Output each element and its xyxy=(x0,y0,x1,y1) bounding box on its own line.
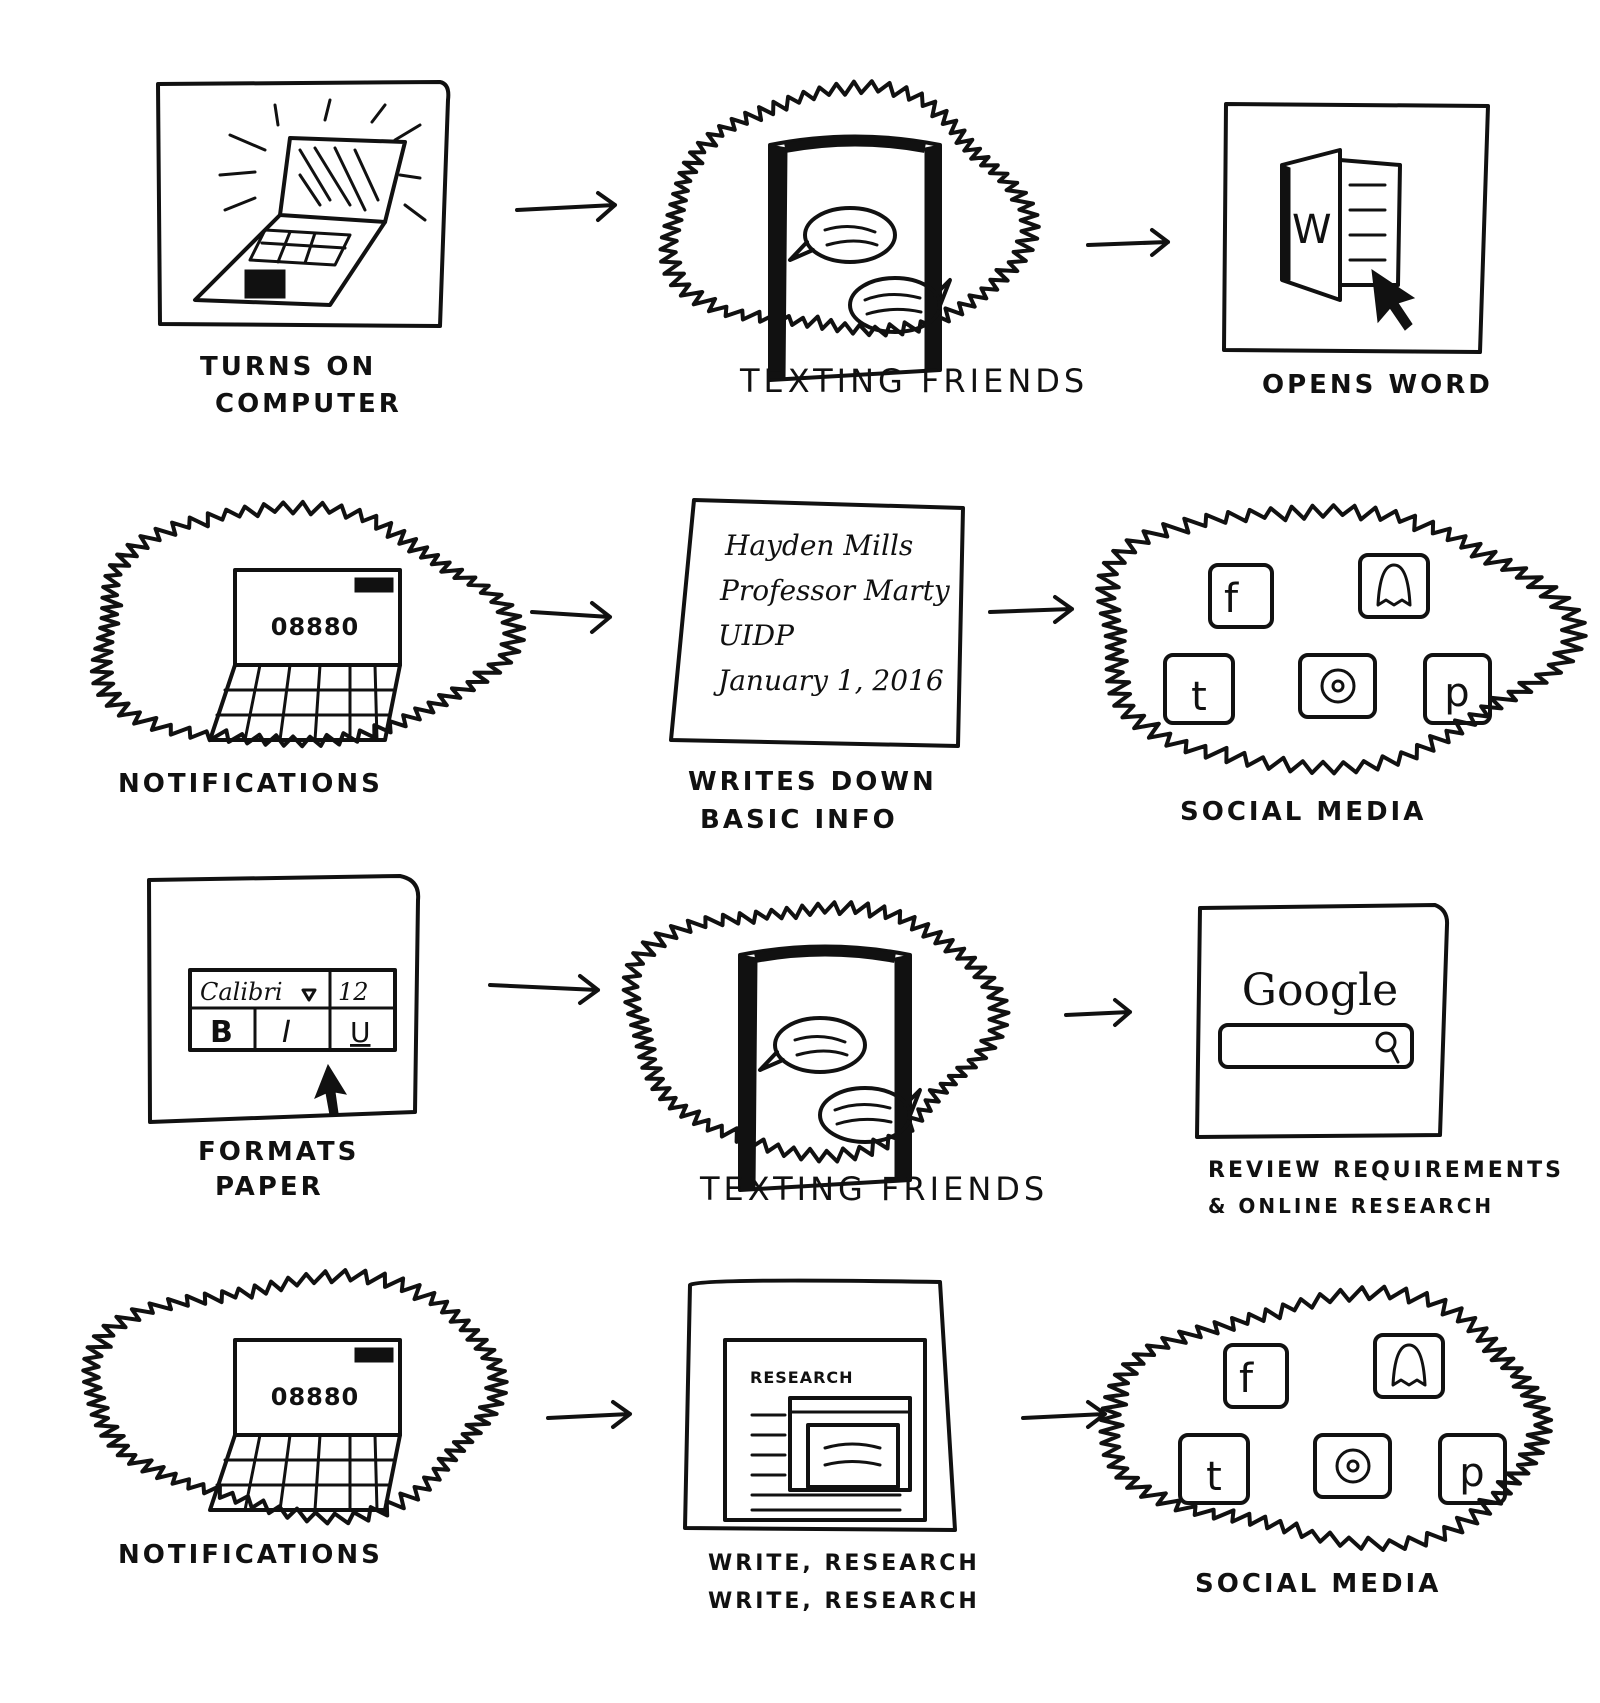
panel-label: WRITE, RESEARCH xyxy=(708,1589,980,1614)
window-title: RESEARCH xyxy=(750,1368,854,1387)
font-name-dropdown: Calibri xyxy=(200,978,283,1006)
laptop-icon xyxy=(208,568,402,742)
arrow-icon xyxy=(1021,1400,1107,1429)
thought-cloud xyxy=(1095,503,1588,776)
doc-line: January 1, 2016 xyxy=(713,664,944,697)
tumblr-icon: t xyxy=(1206,1454,1222,1500)
notification-count: 08880 xyxy=(271,1383,360,1411)
formatting-toolbar: Calibri 12 B I U xyxy=(188,968,397,1052)
panel-notifications-2: 08880 NOTIFICATIONS xyxy=(81,1268,509,1570)
glow-rays xyxy=(218,98,427,222)
panel-notifications: 08880 NOTIFICATIONS xyxy=(89,499,527,799)
arrow-icon xyxy=(988,595,1074,624)
panel-label: SOCIAL MEDIA xyxy=(1195,1569,1441,1599)
panel-formats-paper: Calibri 12 B I U FORMATS PAPER xyxy=(147,874,421,1202)
panel-label: REVIEW REQUIREMENTS xyxy=(1208,1158,1564,1183)
doc-line: Hayden Mills xyxy=(724,529,913,562)
word-icon: W xyxy=(1280,148,1402,302)
arrow-icon xyxy=(546,1400,632,1429)
panel-label: PAPER xyxy=(215,1172,324,1202)
text-lines xyxy=(750,1413,902,1512)
underline-button: U xyxy=(350,1016,371,1049)
panel-texting-friends-2: TEXTING FRIENDS xyxy=(621,900,1048,1208)
panel-label: WRITE, RESEARCH xyxy=(708,1551,980,1576)
font-size-dropdown: 12 xyxy=(338,978,369,1006)
chevron-down-icon xyxy=(301,988,317,1002)
phone-icon xyxy=(770,137,950,381)
panel-label: TURNS ON xyxy=(200,352,376,382)
thought-cloud xyxy=(81,1268,509,1526)
thought-cloud xyxy=(621,900,1011,1164)
panel-frame xyxy=(669,498,965,748)
panel-frame xyxy=(147,874,421,1124)
search-icon xyxy=(1375,1031,1400,1064)
panel-turns-on-computer: TURNS ON COMPUTER xyxy=(156,80,451,419)
tumblr-icon: t xyxy=(1191,674,1207,720)
panel-label: TEXTING FRIENDS xyxy=(699,1170,1048,1208)
panel-label: BASIC INFO xyxy=(700,805,898,835)
panel-label: & ONLINE RESEARCH xyxy=(1208,1194,1494,1218)
panel-writes-down-info: Hayden Mills Professor Marty UIDP Januar… xyxy=(669,498,965,835)
italic-button: I xyxy=(282,1015,291,1050)
word-letter: W xyxy=(1292,207,1332,253)
arrow-icon xyxy=(1064,998,1132,1027)
facebook-icon: f xyxy=(1239,1356,1254,1402)
panel-opens-word: W OPENS WORD xyxy=(1222,102,1493,400)
arrow-icon xyxy=(488,974,600,1005)
laptop-icon xyxy=(208,1338,402,1512)
panel-label: NOTIFICATIONS xyxy=(118,1540,383,1570)
pinterest-icon: p xyxy=(1444,670,1469,716)
arrow-icon xyxy=(1086,228,1170,257)
panel-label: TEXTING FRIENDS xyxy=(739,362,1088,400)
panel-texting-friends: TEXTING FRIENDS xyxy=(658,79,1088,400)
cursor-icon xyxy=(314,1063,348,1116)
social-icons xyxy=(1178,1333,1507,1505)
arrow-icon xyxy=(530,601,612,634)
panel-social-media: f t p SOCIAL MEDIA xyxy=(1095,503,1588,827)
browser-window xyxy=(788,1396,912,1492)
panel-label: NOTIFICATIONS xyxy=(118,769,383,799)
facebook-icon: f xyxy=(1224,576,1239,622)
social-icons xyxy=(1163,553,1492,725)
panel-write-research: RESEARCH WRITE, RESEARCH WRITE, RESEARCH xyxy=(683,1278,980,1614)
doc-line: Professor Marty xyxy=(719,574,951,607)
thought-cloud xyxy=(89,499,527,749)
panel-social-media-2: f t p SOCIAL MEDIA xyxy=(1098,1284,1554,1599)
panel-label: COMPUTER xyxy=(215,389,402,419)
panel-frame xyxy=(156,80,451,328)
panel-review-research: Google REVIEW REQUIREMENTS & ONLINE RESE… xyxy=(1195,903,1564,1218)
panel-label: SOCIAL MEDIA xyxy=(1180,797,1426,827)
search-input xyxy=(1218,1023,1414,1069)
arrow-icon xyxy=(515,191,617,222)
panel-label: WRITES DOWN xyxy=(688,767,937,797)
notification-count: 08880 xyxy=(271,613,360,641)
panel-frame xyxy=(683,1278,957,1532)
pinterest-icon: p xyxy=(1459,1450,1484,1496)
bold-button: B xyxy=(210,1015,233,1050)
cursor-icon xyxy=(1371,268,1416,331)
panel-frame xyxy=(1195,903,1450,1139)
google-logo: Google xyxy=(1242,965,1398,1016)
laptop-icon xyxy=(193,98,427,307)
thought-cloud xyxy=(1098,1284,1554,1552)
document-window xyxy=(723,1338,927,1522)
doc-line: UIDP xyxy=(718,619,795,652)
panel-frame xyxy=(1222,102,1490,354)
panel-label: OPENS WORD xyxy=(1262,370,1493,400)
panel-label: FORMATS xyxy=(198,1137,359,1167)
